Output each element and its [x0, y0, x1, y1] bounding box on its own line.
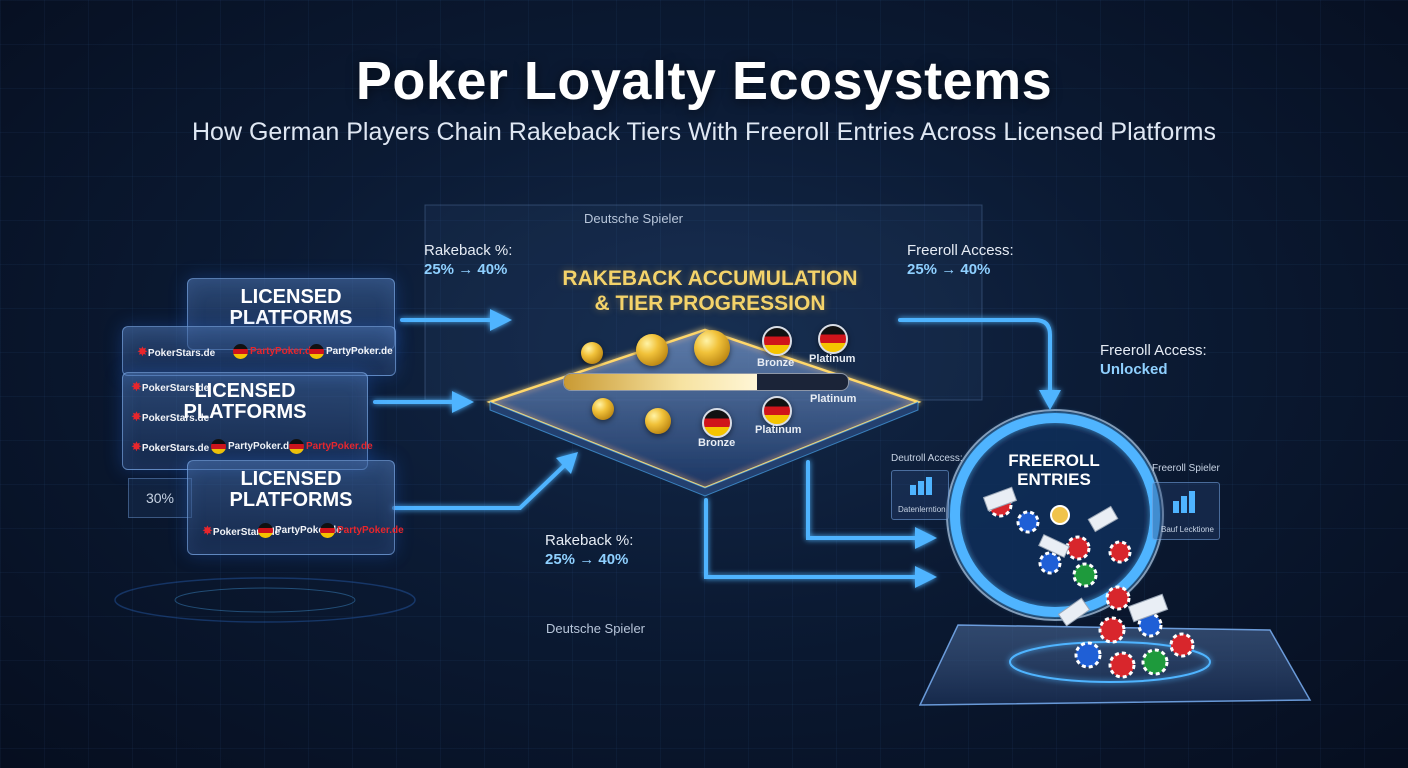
logo-partypoker-b: PartyPoker.de	[309, 344, 393, 359]
rakeback-label-top: Rakeback %: 25% → 40%	[424, 241, 512, 279]
freeroll-title-line2: ENTRIES	[1017, 470, 1091, 489]
gold-coin-1	[581, 342, 603, 364]
deutsche-spieler-top: Deutsche Spieler	[584, 211, 683, 226]
arrow-tier-to-freeroll-mid	[806, 460, 927, 540]
pokerstars-star-icon: ✸	[131, 439, 142, 454]
pokerstars-star-icon: ✸	[131, 379, 142, 394]
medal-bronze-top-label: Bronze	[757, 357, 795, 369]
tier-progress-fill	[564, 374, 758, 390]
freeroll-ring-outer	[946, 409, 1164, 621]
medal-platinum-bottom-icon	[762, 396, 792, 426]
freeroll-unlocked-label: Freeroll Access: Unlocked	[1100, 341, 1207, 379]
german-flag-icon	[211, 439, 226, 454]
rakeback-label-bottom: Rakeback %: 25% → 40%	[545, 531, 633, 569]
medal-platinum-top-label: Platinum	[809, 353, 856, 365]
arrowhead-2	[452, 391, 474, 413]
platform-panel-1-title: LICENSED PLATFORMS	[188, 287, 394, 329]
freeroll-title-line1: FREEROLL	[1008, 451, 1100, 470]
german-flag-icon	[320, 523, 335, 538]
freeroll-base-glow	[1009, 641, 1211, 683]
platform-panel-2-title: LICENSED PLATFORMS	[123, 381, 367, 423]
freeroll-right-card: Bauf Lecktione	[1152, 482, 1220, 540]
platform-panel-2-title-line1: LICENSED	[194, 380, 296, 402]
logo-partypoker-3b: PartyPoker.de	[320, 523, 404, 538]
page-title: Poker Loyalty Ecosystems	[355, 51, 1053, 111]
arrowhead-3	[556, 452, 578, 474]
platform-panel-1-title-line2: PLATFORMS	[229, 307, 353, 329]
logo-partypoker-3a: PartyPoker.de	[258, 523, 342, 538]
logo-partypoker-2a: PartyPoker.de	[211, 439, 295, 454]
arrow-tier-to-freeroll-top	[898, 318, 1052, 400]
gold-coin-2	[636, 334, 668, 366]
logo-pokerstars: ✸PokerStars.de	[137, 344, 216, 359]
german-flag-icon	[289, 439, 304, 454]
medal-bronze-top-icon	[762, 326, 792, 356]
floor-ring-left	[114, 577, 416, 623]
freeroll-unlocked-caption: Freeroll Access:	[1100, 342, 1207, 359]
deutsche-spieler-bottom: Deutsche Spieler	[546, 621, 645, 636]
side-percent-box: 30%	[128, 478, 192, 518]
logo-pokerstars-2a: ✸PokerStars.de	[131, 379, 210, 394]
freeroll-left-card-sub: Datenlerntion	[898, 505, 946, 514]
pokerstars-star-icon: ✸	[131, 409, 142, 424]
tier-diamond-edge	[489, 401, 919, 497]
progress-end-label: Platinum	[810, 393, 857, 405]
german-flag-icon	[233, 344, 248, 359]
arrowhead-4	[1039, 390, 1061, 410]
gold-coin-4	[592, 398, 614, 420]
bar-chart-icon	[910, 477, 932, 495]
freeroll-access-caption: Freeroll Access:	[907, 242, 1014, 259]
rakeback-top-caption: Rakeback %:	[424, 242, 513, 259]
platform-panel-logos-row: ✸PokerStars.de PartyPoker.de PartyPoker.…	[122, 326, 396, 376]
rakeback-bottom-caption: Rakeback %:	[545, 532, 634, 549]
medal-bronze-bottom-label: Bronze	[698, 437, 736, 449]
tier-progress-bar	[563, 373, 849, 391]
floor-ring-left-inner	[174, 587, 356, 613]
arrowhead-5	[915, 527, 937, 549]
freeroll-left-card-label: Deutroll Access:	[891, 453, 963, 464]
medal-bronze-bottom-icon	[702, 408, 732, 438]
freeroll-left-card: Datenlerntion	[891, 470, 949, 520]
pokerstars-star-icon: ✸	[202, 523, 213, 538]
medal-platinum-top-icon	[818, 324, 848, 354]
platform-panel-3-title-line1: LICENSED	[240, 468, 342, 490]
rakeback-bottom-value: 25% → 40%	[545, 551, 629, 568]
logo-partypoker-2b: PartyPoker.de	[289, 439, 373, 454]
tier-title-line1: RAKEBACK ACCUMULATION	[562, 267, 858, 290]
logo-partypoker-a: PartyPoker.de	[233, 344, 317, 359]
german-flag-icon	[258, 523, 273, 538]
platform-panel-1-title-line1: LICENSED	[240, 286, 342, 308]
page-subtitle: How German Players Chain Rakeback Tiers …	[192, 118, 1216, 146]
platform-panel-2-title-line2: PLATFORMS	[183, 401, 307, 423]
platform-panel-2: LICENSED PLATFORMS ✸PokerStars.de ✸Poker…	[122, 372, 373, 470]
freeroll-right-card-sub: Bauf Lecktione	[1161, 525, 1214, 534]
bar-chart-icon	[1173, 491, 1195, 513]
logo-pokerstars-3: ✸PokerStars.de	[202, 523, 281, 538]
arrowhead-1	[490, 309, 512, 331]
freeroll-title: FREEROLL ENTRIES	[984, 451, 1124, 489]
medal-platinum-bottom-label: Platinum	[755, 424, 802, 436]
gold-coin-3	[694, 330, 730, 366]
german-flag-icon	[309, 344, 324, 359]
tier-title: RAKEBACK ACCUMULATION & TIER PROGRESSION	[520, 266, 900, 316]
platform-panel-3-title: LICENSED PLATFORMS	[188, 469, 394, 511]
poker-chips	[987, 492, 1195, 679]
arrowhead-6	[915, 566, 937, 588]
freeroll-unlocked-value: Unlocked	[1100, 361, 1168, 378]
logo-pokerstars-2b: ✸PokerStars.de	[131, 409, 210, 424]
platform-panel-3: LICENSED PLATFORMS ✸PokerStars.de PartyP…	[187, 460, 404, 555]
freeroll-access-value: 25% → 40%	[907, 261, 991, 278]
pokerstars-star-icon: ✸	[137, 344, 148, 359]
freeroll-tickets	[982, 486, 1169, 627]
freeroll-access-label: Freeroll Access: 25% → 40%	[907, 241, 1014, 279]
tier-title-line2: & TIER PROGRESSION	[594, 292, 826, 315]
arrow-platform3-to-tier	[392, 460, 570, 510]
platform-panel-3-title-line2: PLATFORMS	[229, 489, 353, 511]
gold-coin-5	[645, 408, 671, 434]
freeroll-right-card-label: Freeroll Spieler	[1152, 463, 1220, 474]
rakeback-top-value: 25% → 40%	[424, 261, 508, 278]
logo-pokerstars-2c: ✸PokerStars.de	[131, 439, 210, 454]
arrow-tier-to-freeroll-low	[704, 498, 927, 579]
